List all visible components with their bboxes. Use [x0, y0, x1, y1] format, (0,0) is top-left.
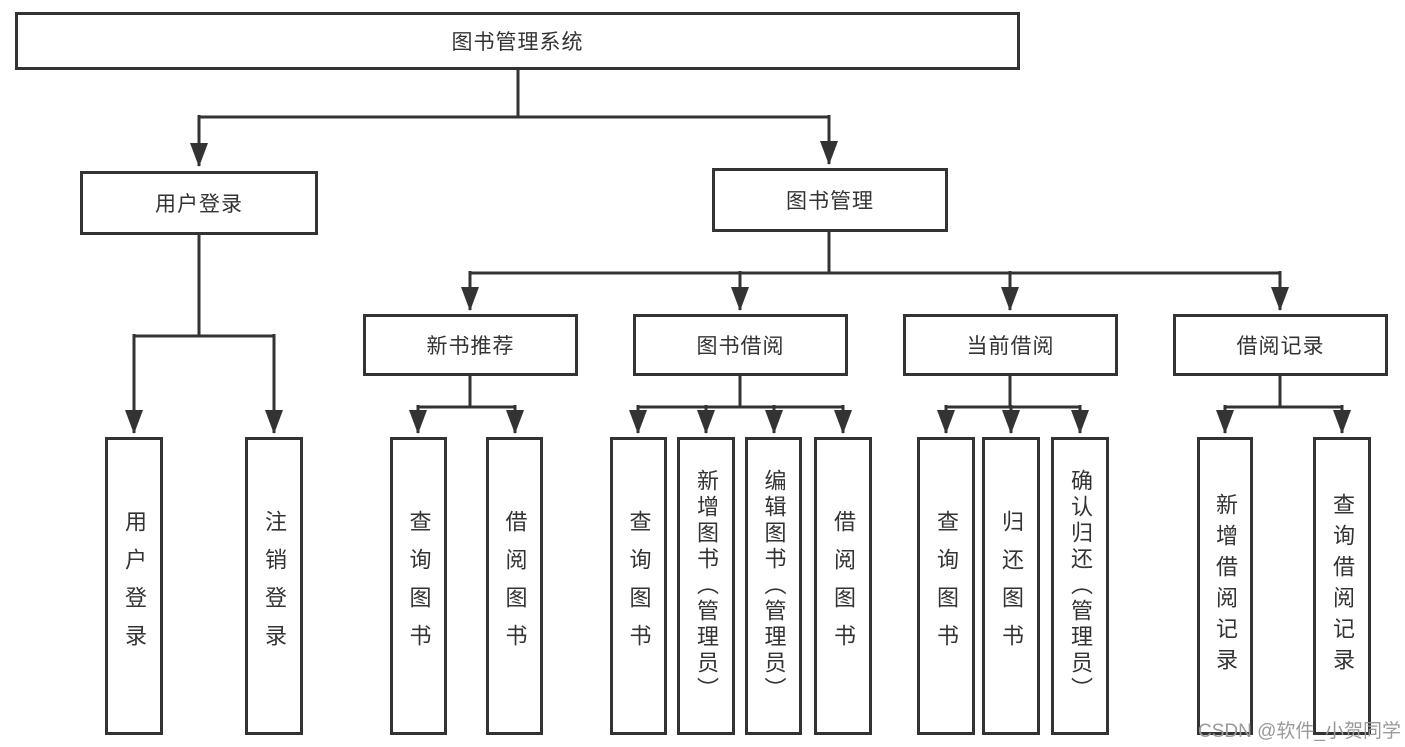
leaf-label: 编辑图书（管理员） [761, 469, 787, 703]
leaf-label: 新增借阅记录 [1213, 493, 1238, 679]
leaf-label: 查询图书 [626, 510, 652, 662]
leaf-logout: 注销登录 [245, 437, 303, 735]
leaf-edit-books-admin: 编辑图书（管理员） [745, 437, 802, 735]
node-library-management-system: 图书管理系统 [15, 12, 1020, 70]
node-user-login-branch: 用户登录 [80, 171, 318, 235]
leaf-borrow-books-2: 借阅图书 [814, 437, 872, 735]
leaf-query-borrow-record: 查询借阅记录 [1313, 437, 1371, 735]
leaf-user-login: 用户登录 [105, 437, 163, 735]
node-new-book-recommend: 新书推荐 [363, 314, 578, 376]
csdn-watermark: CSDN @软件_小贺同学 [1198, 721, 1401, 742]
leaf-query-books-3: 查询图书 [917, 437, 975, 735]
leaf-query-books-1: 查询图书 [390, 437, 447, 735]
leaf-label: 查询图书 [934, 510, 959, 662]
leaf-add-borrow-record: 新增借阅记录 [1197, 437, 1253, 735]
leaf-label: 用户登录 [122, 510, 147, 662]
node-current-borrow: 当前借阅 [903, 314, 1118, 376]
leaf-confirm-return-admin: 确认归还（管理员） [1051, 437, 1109, 735]
leaf-label: 归还图书 [999, 510, 1024, 662]
leaf-label: 注销登录 [262, 510, 287, 662]
leaf-label: 查询借阅记录 [1330, 493, 1355, 679]
leaf-label: 新增图书（管理员） [694, 469, 719, 703]
leaf-label: 确认归还（管理员） [1068, 469, 1093, 703]
leaf-label: 查询图书 [406, 510, 432, 662]
node-book-management-branch: 图书管理 [712, 168, 948, 232]
leaf-add-books-admin: 新增图书（管理员） [677, 437, 735, 735]
node-borrow-records: 借阅记录 [1173, 314, 1388, 376]
leaf-query-books-2: 查询图书 [610, 437, 667, 735]
leaf-borrow-books-1: 借阅图书 [486, 437, 543, 735]
leaf-return-books: 归还图书 [982, 437, 1040, 735]
leaf-label: 借阅图书 [831, 510, 856, 662]
node-book-borrow: 图书借阅 [633, 314, 848, 376]
leaf-label: 借阅图书 [502, 510, 528, 662]
